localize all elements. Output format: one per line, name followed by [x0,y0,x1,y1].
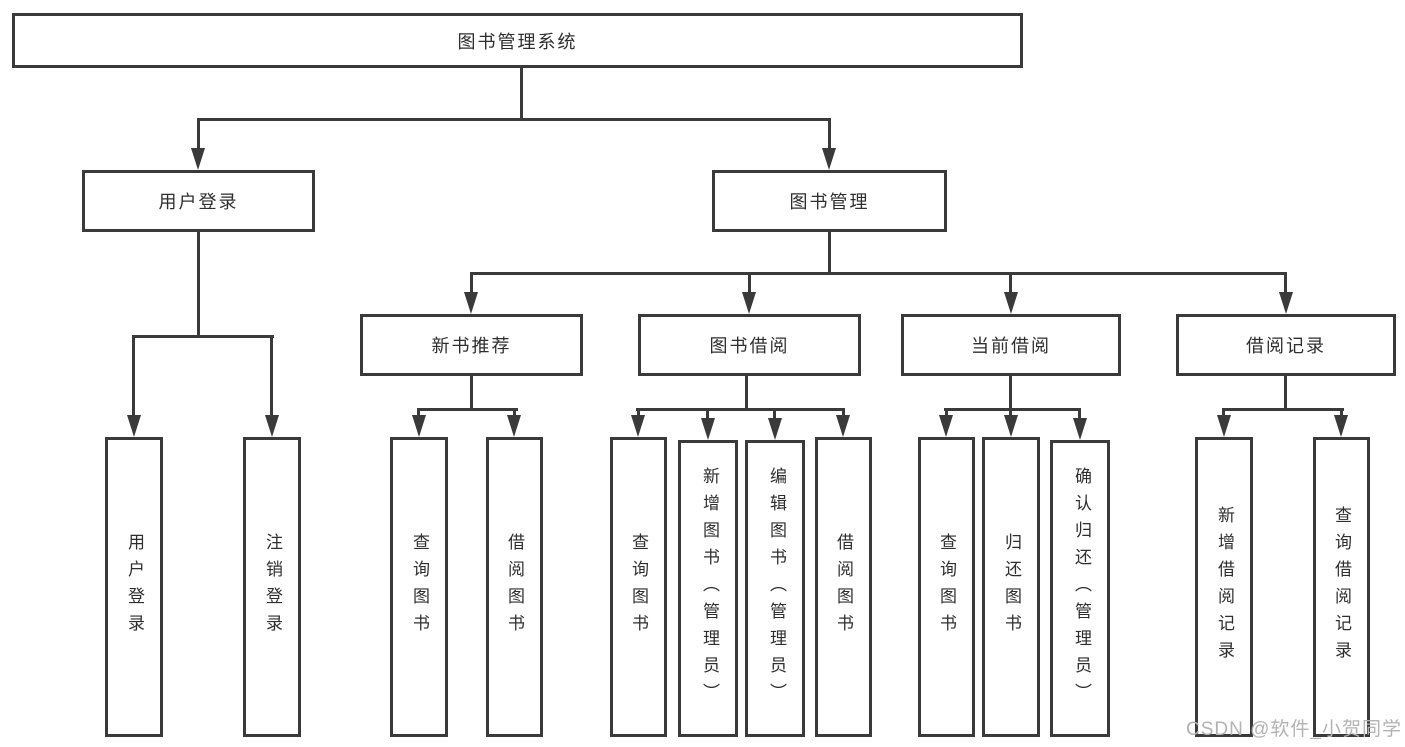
leaf-query-books-current: 查询图书 [918,437,975,737]
node-user-login: 用户登录 [82,170,315,232]
node-library-system: 图书管理系统 [12,13,1023,68]
node-book-management: 图书管理 [712,170,947,232]
leaf-logout: 注销登录 [243,437,301,737]
leaf-edit-book-admin: 编辑图书（管理员） [745,440,805,737]
leaf-borrow-books: 借阅图书 [815,437,872,737]
node-borrow-records: 借阅记录 [1176,314,1396,376]
node-current-borrow: 当前借阅 [901,314,1121,376]
leaf-return-book: 归还图书 [982,437,1040,737]
leaf-query-borrow-record: 查询借阅记录 [1313,437,1370,737]
leaf-add-borrow-record: 新增借阅记录 [1195,437,1253,737]
watermark: CSDN @软件_小贺同学 [1186,719,1402,740]
leaf-query-books-recommend: 查询图书 [390,437,448,737]
leaf-user-login: 用户登录 [105,437,163,737]
node-new-book-recommend: 新书推荐 [360,314,583,376]
leaf-borrow-books-recommend: 借阅图书 [486,437,543,737]
leaf-query-books-borrow: 查询图书 [610,437,667,737]
leaf-confirm-return-admin: 确认归还（管理员） [1050,440,1110,737]
node-book-borrow: 图书借阅 [638,314,861,376]
leaf-add-book-admin: 新增图书（管理员） [678,440,738,737]
